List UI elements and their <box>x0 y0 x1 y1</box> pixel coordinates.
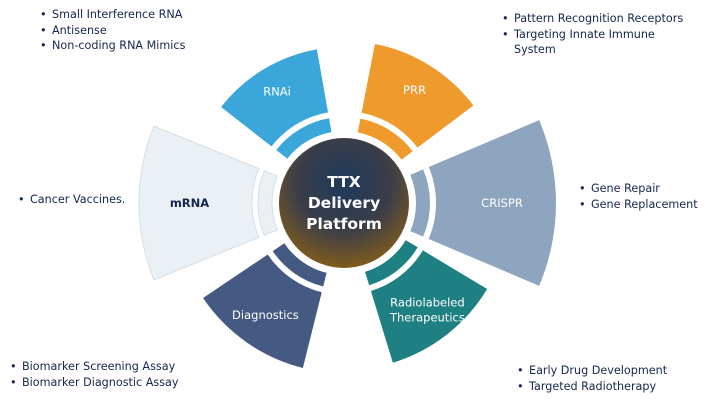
center-hub-title-line: Delivery <box>308 194 380 212</box>
bullet-item: Antisense <box>38 23 228 39</box>
bullet-item: Cancer Vaccines. <box>16 192 141 208</box>
therapeutics-wedge-label-line: Therapeutics <box>389 310 465 324</box>
diagnostics-inner-ring-segment <box>272 243 327 287</box>
bullet-item: Biomarker Diagnostic Assay <box>8 375 193 391</box>
diagnostics-bullet-list: Biomarker Screening Assay Biomarker Diag… <box>8 359 193 390</box>
bullet-item: Gene Replacement <box>577 197 702 213</box>
rnai-wedge-label-line: RNAi <box>263 85 291 99</box>
center-hub-circle <box>277 136 411 270</box>
bullet-item: Targeting Innate Immune System <box>500 27 700 58</box>
therapeutics-bullet-list: Early Drug Development Targeted Radiothe… <box>515 363 700 394</box>
center-hub-title-line: TTX <box>327 173 361 191</box>
mrna-wedge-label-line: mRNA <box>170 196 209 210</box>
crispr-wedge <box>428 120 557 286</box>
mrna-wedge <box>138 125 260 281</box>
mrna-wedge-label: mRNA <box>170 196 209 210</box>
prr-bullet-list: Pattern Recognition Receptors Targeting … <box>500 11 700 58</box>
center-hub-title-line: Platform <box>306 215 382 233</box>
mrna-bullet-list: Cancer Vaccines. <box>16 192 141 208</box>
mrna-inner-ring-segment <box>257 170 278 236</box>
prr-wedge-label-line: PRR <box>403 83 426 97</box>
crispr-wedge-label-line: CRISPR <box>481 196 523 210</box>
crispr-wedge-label: CRISPR <box>481 196 523 210</box>
rnai-wedge-label: RNAi <box>263 85 291 99</box>
bullet-item: Biomarker Screening Assay <box>8 359 193 375</box>
bullet-item: Pattern Recognition Receptors <box>500 11 700 27</box>
bullet-item: Early Drug Development <box>515 363 700 379</box>
therapeutics-wedge <box>370 250 488 363</box>
rnai-bullet-list: Small Interference RNA Antisense Non-cod… <box>38 7 228 54</box>
rnai-inner-ring-segment <box>276 118 332 159</box>
bullet-item: Gene Repair <box>577 181 702 197</box>
therapeutics-inner-ring-segment <box>365 240 418 286</box>
crispr-bullet-list: Gene Repair Gene Replacement <box>577 181 702 212</box>
rnai-wedge <box>221 49 329 147</box>
prr-inner-ring-segment <box>357 118 413 160</box>
bullet-item: Targeted Radiotherapy <box>515 379 700 395</box>
diagnostics-wedge-label-line: Diagnostics <box>232 308 299 322</box>
prr-wedge <box>361 43 474 148</box>
bullet-item: Small Interference RNA <box>38 7 228 23</box>
crispr-inner-ring-segment <box>410 169 430 237</box>
bullet-item: Non-coding RNA Mimics <box>38 38 228 54</box>
diagnostics-wedge-label: Diagnostics <box>232 308 299 322</box>
diagnostics-wedge <box>203 254 322 368</box>
prr-wedge-label: PRR <box>403 83 426 97</box>
therapeutics-wedge-label-line: Radiolabeled <box>390 295 465 309</box>
